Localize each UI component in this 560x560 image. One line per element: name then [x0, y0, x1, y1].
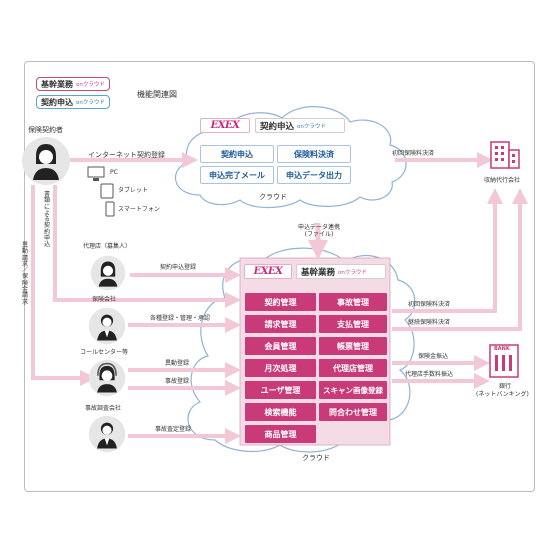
data-link-line1: 申込データ連携	[297, 224, 340, 231]
accident-assess-label: 事故査定登録	[155, 426, 192, 433]
kikan-function-9: スキャン画像登録	[319, 381, 387, 399]
bank-label-line2: (ネットバンキング)	[476, 391, 529, 398]
bank-building-icon	[489, 344, 519, 378]
paper-contract-label: 書類による契約申込	[44, 191, 51, 249]
cloud-bottom-caption: クラウド	[302, 454, 330, 462]
kikan-function-11: 問合わせ管理	[319, 403, 387, 421]
change-reg-label: 異動登録	[165, 360, 190, 367]
tablet-icon	[100, 183, 114, 199]
accident-reg-label: 事故登録	[165, 378, 190, 385]
cloud-top-header-text: 契約申込	[260, 121, 295, 132]
bank-sign: BANK	[494, 346, 510, 352]
kikan-function-3: 支払管理	[319, 315, 387, 333]
kikan-function-6: 月次処理	[245, 359, 316, 377]
agency-fee-label: 代理店手数料振込	[405, 371, 454, 378]
cloud-bottom-header-suffix: onクラウド	[338, 269, 367, 276]
agent-avatar-icon	[90, 255, 126, 291]
diagram-title: 機能関連図	[137, 90, 177, 99]
legend-keiyaku: 契約申込 onクラウド	[36, 95, 110, 109]
callcenter-label: コールセンター等	[80, 349, 129, 356]
legend-kikan-suffix: onクラウド	[76, 82, 105, 88]
claim-transfer-label: 保険金振込	[418, 353, 449, 360]
legend-kikan: 基幹業務 onクラウド	[36, 77, 110, 91]
legend-kikan-text: 基幹業務	[41, 79, 73, 89]
cloud-top-function-2: 申込完了メール	[200, 166, 274, 184]
insurer-label: 保険会社	[92, 296, 117, 303]
cloud-top-header: 契約申込 onクラウド	[255, 118, 345, 133]
change-request-label: 異動請求／保険金請求	[22, 242, 29, 306]
legend-keiyaku-text: 契約申込	[41, 97, 73, 107]
smartphone-icon	[105, 201, 115, 217]
insurer-avatar-icon	[88, 307, 126, 345]
collection-building-icon	[490, 141, 520, 169]
pc-icon	[87, 166, 105, 181]
agency-label: 代理店（募集人）	[83, 243, 132, 250]
exex-logo-bottom: EXEX	[244, 264, 292, 279]
tablet-label: タブレット	[118, 187, 149, 194]
insurer-reg-label: 各種登録・管理・承認	[150, 315, 211, 322]
exex-logo-top-text: EXEX	[210, 120, 240, 131]
data-link-line2: (ファイル)	[304, 230, 334, 238]
cloud-top-function-3: 申込データ出力	[277, 166, 351, 184]
kikan-function-1: 事故管理	[319, 293, 387, 311]
cloud-bottom-header: 基幹業務 onクラウド	[296, 264, 386, 279]
data-link-label: 申込データ連携 (ファイル)	[289, 224, 349, 239]
cloud-top-function-1: 保険料決済	[277, 145, 351, 163]
internet-contract-label: インターネット契約登録	[88, 151, 165, 159]
investigator-label: 事故調査会社	[85, 405, 122, 412]
legend-keiyaku-suffix: onクラウド	[76, 100, 105, 106]
policyholder-label: 保険契約者	[28, 126, 63, 134]
kikan-function-8: ユーザ管理	[245, 381, 316, 399]
cloud-bottom-header-text: 基幹業務	[301, 267, 336, 278]
cloud-top-caption: クラウド	[259, 193, 287, 201]
kikan-function-5: 帳票管理	[319, 337, 387, 355]
operator-avatar-icon	[88, 359, 126, 397]
kikan-function-12: 商品管理	[245, 425, 316, 443]
collection-label: 収納代行会社	[484, 177, 521, 184]
kikan-function-0: 契約管理	[245, 293, 316, 311]
exex-logo-top: EXEX	[200, 118, 250, 133]
kikan-function-10: 検索機能	[245, 403, 316, 421]
bank-label-line1: 銀行	[499, 383, 512, 390]
kikan-function-2: 請求管理	[245, 315, 316, 333]
pc-label: PC	[110, 169, 118, 176]
investigator-avatar-icon	[88, 415, 126, 453]
agency-contract-label: 契約申込登録	[160, 264, 197, 271]
kikan-function-4: 会員管理	[245, 337, 316, 355]
cloud-top-function-0: 契約申込	[200, 145, 274, 163]
first-premium-label: 初回保険料決済	[408, 301, 451, 308]
woman-avatar-icon	[22, 137, 70, 185]
exex-logo-bottom-text: EXEX	[253, 266, 283, 277]
smartphone-label: スマートフォン	[118, 206, 160, 213]
kikan-function-7: 代理店管理	[319, 359, 387, 377]
cloud-top-header-suffix: onクラウド	[297, 123, 326, 130]
first-premium-top-label: 初回保険料決済	[392, 150, 435, 157]
continuing-premium-label: 継続保険料決済	[408, 319, 451, 326]
